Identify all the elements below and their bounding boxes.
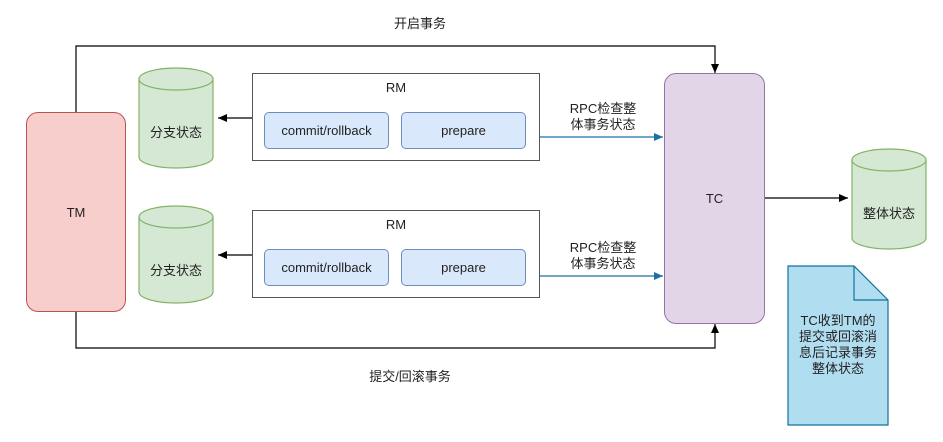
rm-2-commit-rollback-label: commit/rollback [281,260,372,275]
rm-2-commit-rollback-button[interactable]: commit/rollback [264,249,389,286]
branch-state-1-label: 分支状态 [149,125,202,140]
branch-state-1-cylinder [138,67,214,169]
tc-node[interactable]: TC [664,73,765,324]
rpc-check-label-2: RPC检查整 体事务状态 [548,240,658,272]
rm-2-prepare-button[interactable]: prepare [401,249,526,286]
rm-1-prepare-label: prepare [441,123,486,138]
tm-label: TM [66,204,86,220]
rm-2-container[interactable]: RM commit/rollback prepare [252,210,540,298]
rm-1-commit-rollback-button[interactable]: commit/rollback [264,112,389,149]
rm-2-title: RM [385,217,407,232]
begin-transaction-label: 开启事务 [393,16,446,31]
tm-node[interactable]: TM [26,112,126,312]
branch-state-2-cylinder [138,205,214,304]
note-line-3: 息后记录事务 [798,345,877,360]
note-shape [787,265,889,426]
rm-2-prepare-label: prepare [441,260,486,275]
global-state-cylinder [851,148,927,250]
global-state-label: 整体状态 [862,206,915,221]
note-line-1: TC收到TM的 [800,313,876,328]
note-text: TC收到TM的 提交或回滚消 息后记录事务 整体状态 [790,313,886,377]
rpc-check-label-2-line-1: RPC检查整 [569,240,637,255]
tc-label: TC [705,191,724,206]
begin-transaction-edge [75,45,719,112]
rpc-check-label-1-line-2: 体事务状态 [570,117,636,132]
branch-state-2-label: 分支状态 [149,263,202,278]
rm-1-title: RM [385,80,407,95]
note-line-2: 提交或回滚消 [798,329,877,344]
note-line-4: 整体状态 [811,361,864,376]
rpc-check-label-2-line-2: 体事务状态 [570,256,636,271]
rpc-check-label-1: RPC检查整 体事务状态 [548,101,658,133]
rm-1-container[interactable]: RM commit/rollback prepare [252,73,540,161]
commit-rollback-edge [75,312,719,349]
commit-rollback-transaction-label: 提交/回滚事务 [369,369,451,384]
rm-1-commit-rollback-label: commit/rollback [281,123,372,138]
rpc-check-label-1-line-1: RPC检查整 [569,101,637,116]
rm-1-prepare-button[interactable]: prepare [401,112,526,149]
